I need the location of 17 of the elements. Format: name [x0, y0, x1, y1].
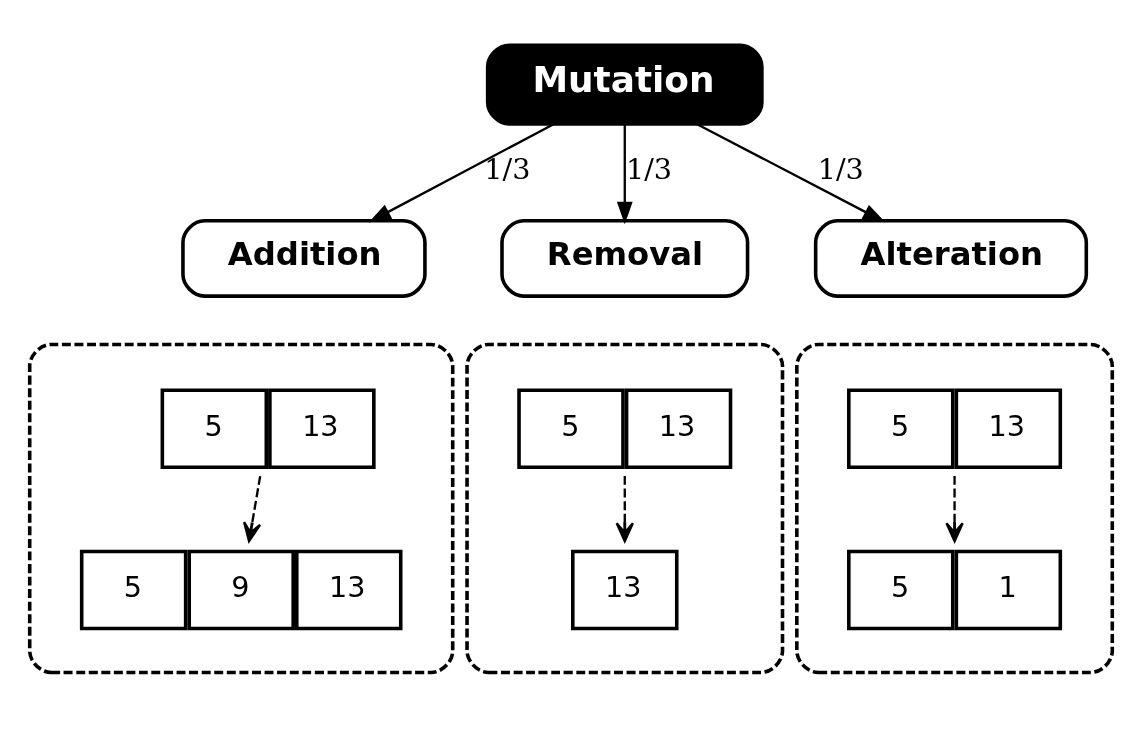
- arrow: [368, 122, 555, 222]
- node-box: Addition: [181, 218, 427, 298]
- node-box: Removal: [500, 218, 750, 298]
- arrow: [242, 475, 262, 542]
- cluster: [27, 342, 455, 674]
- edge-label: 1/3: [484, 151, 531, 186]
- node-box: Mutation: [485, 42, 764, 126]
- edge-label: 1/3: [625, 151, 673, 186]
- arrow: [615, 475, 634, 542]
- arrow: [696, 122, 886, 222]
- arrow: [616, 123, 633, 224]
- node-box: 13: [571, 549, 679, 630]
- node-box: Alteration: [813, 218, 1089, 298]
- edge-label: 1/3: [817, 151, 864, 186]
- cluster: [795, 342, 1115, 674]
- arrow: [945, 475, 964, 542]
- cluster: [465, 342, 785, 674]
